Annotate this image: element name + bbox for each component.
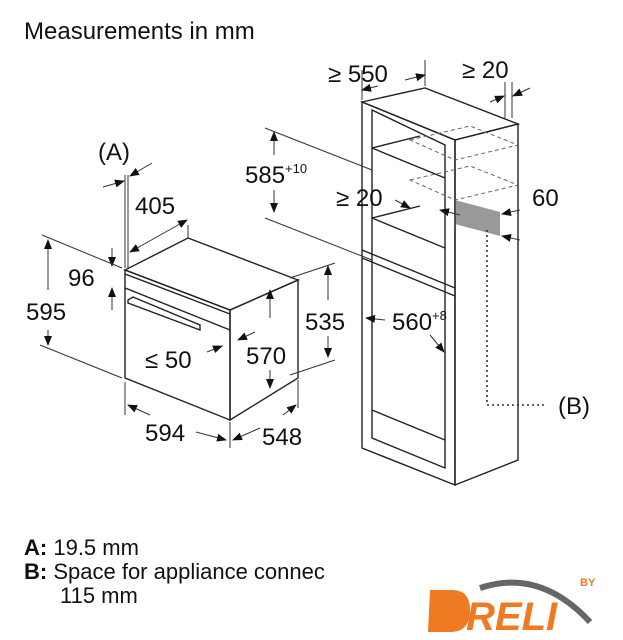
oven-drawing	[123, 225, 300, 422]
label-a-marker: (A)	[98, 139, 130, 166]
label-570: 570	[246, 343, 286, 370]
note-b: B: Space for appliance connec	[24, 560, 325, 584]
logo-graphic: RELI BY	[428, 577, 596, 639]
label-535: 535	[305, 309, 345, 336]
note-a: A: 19.5 mm	[24, 536, 325, 560]
oven-dimensions	[39, 162, 336, 448]
label-594: 594	[145, 420, 185, 447]
notes: A: 19.5 mm B: Space for appliance connec…	[24, 536, 325, 608]
label-548: 548	[262, 424, 302, 451]
label-ge-20-top: ≥ 20	[462, 57, 509, 84]
logo-by: BY	[580, 577, 596, 589]
label-96: 96	[68, 265, 95, 292]
label-ge-20-mid: ≥ 20	[336, 185, 383, 212]
label-405: 405	[135, 193, 175, 220]
label-595: 595	[26, 299, 66, 326]
cabinet-dimensions	[264, 60, 531, 353]
label-585: 585+10	[245, 161, 307, 189]
label-60: 60	[532, 185, 559, 212]
note-b-text: Space for appliance connec	[53, 559, 325, 584]
note-b-key: B:	[24, 559, 48, 584]
label-ge-550: ≥ 550	[328, 61, 388, 88]
label-le-50: ≤ 50	[145, 347, 192, 374]
note-b-value: 115 mm	[60, 583, 138, 608]
note-a-key: A:	[24, 535, 48, 560]
dreli-logo: RELI BY	[420, 570, 623, 640]
label-560: 560+8	[392, 308, 447, 336]
label-b-marker: (B)	[558, 393, 590, 420]
note-a-text: 19.5 mm	[53, 535, 139, 560]
page-title: Measurements in mm	[24, 18, 255, 45]
cabinet-drawing	[359, 87, 545, 487]
svg-text:RELI: RELI	[466, 595, 558, 639]
